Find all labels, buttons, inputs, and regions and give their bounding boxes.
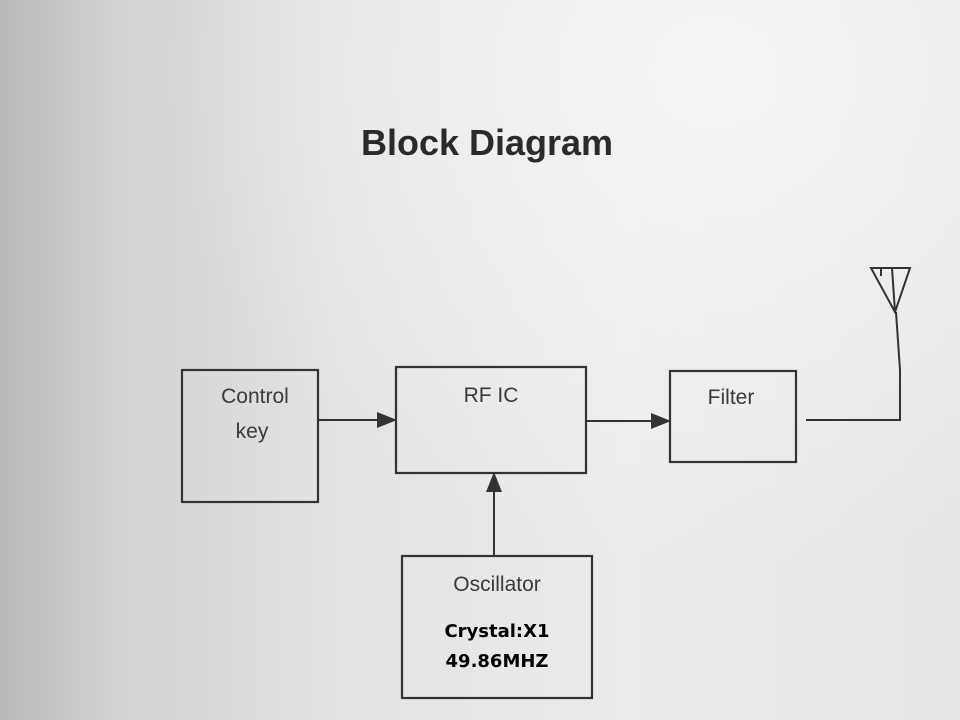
- filter-block: Filter: [668, 369, 798, 464]
- oscillator-label: Oscillator: [453, 573, 541, 596]
- filter-to-antenna-wire: [806, 311, 901, 421]
- frequency-annotation: 49.86MHZ: [446, 651, 549, 672]
- rf-ic-block: RF IC: [394, 365, 588, 475]
- control-key-label-line2: key: [236, 420, 269, 443]
- antenna-icon: [869, 267, 912, 315]
- control-key-label-line1: Control: [221, 385, 289, 408]
- crystal-annotation: Crystal:X1: [444, 621, 549, 642]
- diagram-title: Block Diagram: [361, 122, 613, 163]
- filter-label: Filter: [708, 386, 755, 409]
- control-key-block: Control key: [180, 368, 320, 504]
- oscillator-block: Oscillator Crystal:X1 49.86MHZ: [400, 554, 594, 700]
- rf-ic-label: RF IC: [464, 384, 519, 407]
